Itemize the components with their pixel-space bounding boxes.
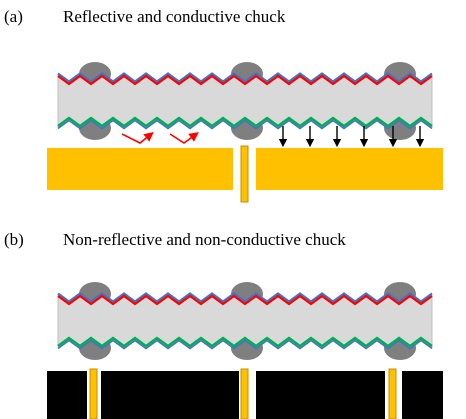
chuck-pin: [240, 145, 249, 203]
chuck-block-3: [256, 371, 385, 419]
bottom-layer-blue: [57, 339, 433, 350]
top-layer-red: [57, 74, 433, 86]
panel-a-letter: (a): [4, 7, 23, 26]
chuck-block-right: [256, 148, 443, 190]
chuck-pin: [240, 368, 249, 419]
bottom-layer-blue: [57, 119, 433, 130]
panel-b-letter: (b): [4, 230, 24, 249]
top-layer-blue: [57, 72, 433, 83]
panel-b-diagram: [47, 282, 443, 419]
panel-b-title: Non-reflective and non-conductive chuck: [63, 230, 346, 249]
panel-a-diagram: [47, 62, 443, 203]
reflection-arrow: [169, 132, 199, 144]
reflection-arrow: [121, 132, 154, 144]
bottom-layer-green: [57, 116, 433, 128]
bottom-layer-green: [57, 336, 433, 348]
top-layer-blue: [57, 292, 433, 303]
chuck-block-2: [101, 371, 239, 419]
chuck-block-1: [47, 371, 87, 419]
chuck-pin: [89, 368, 98, 419]
top-layer-red: [57, 294, 433, 306]
chuck-block-4: [402, 371, 443, 419]
panel-a-title: Reflective and conductive chuck: [63, 7, 286, 26]
chuck-block-left: [47, 148, 233, 190]
chuck-pin: [388, 368, 397, 419]
